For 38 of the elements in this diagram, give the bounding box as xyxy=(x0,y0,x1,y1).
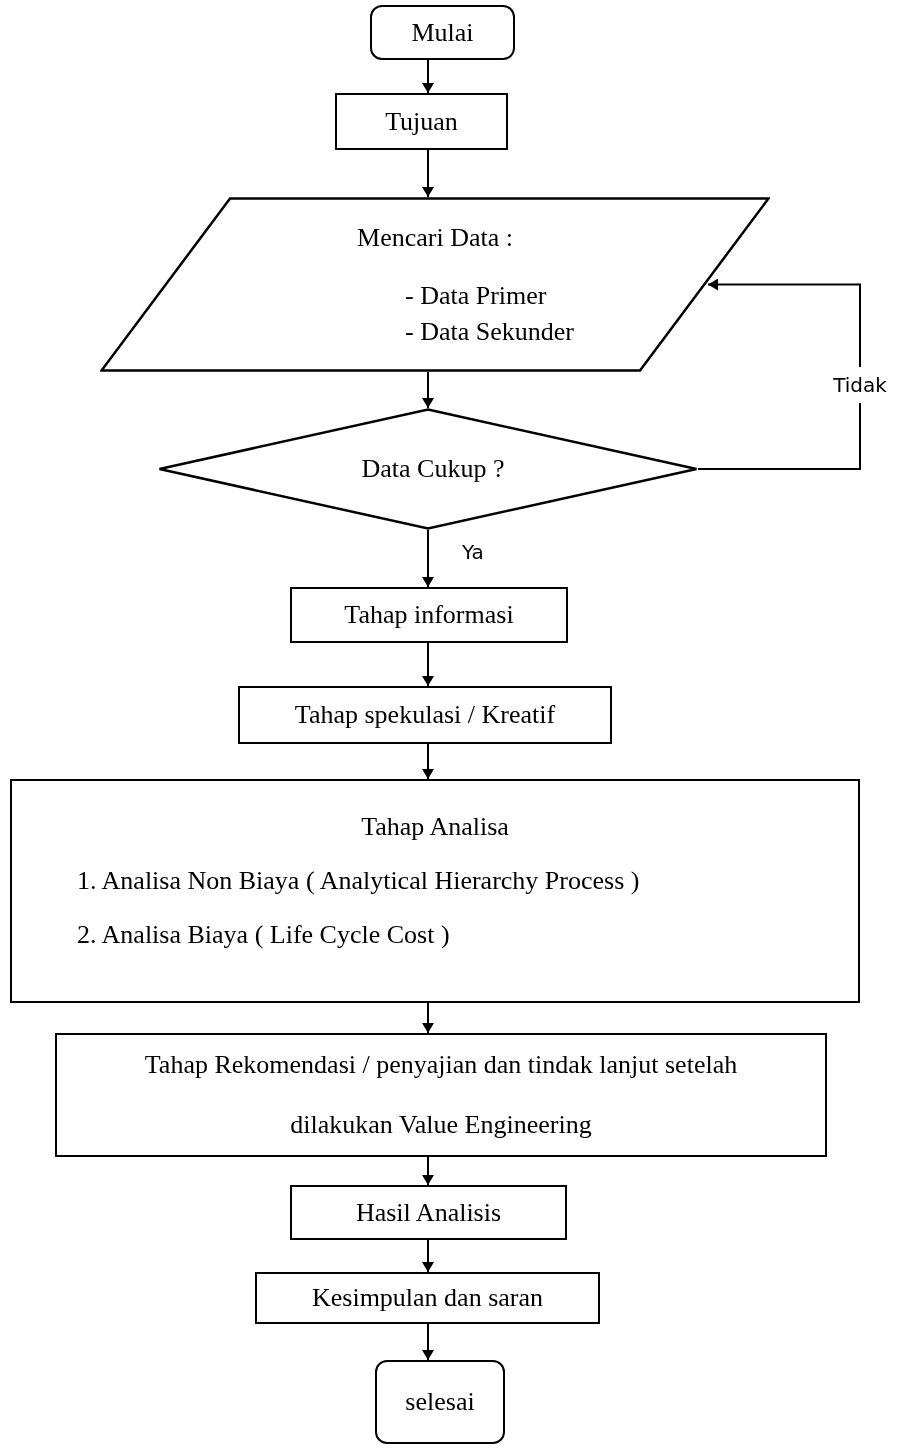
box-text: 1. Analisa Non Biaya ( Analytical Hierarchy Process ) xyxy=(77,865,640,897)
box-text: Tahap informasi xyxy=(344,599,514,631)
end-terminal xyxy=(375,1360,505,1444)
box-text: Tahap Analisa xyxy=(361,811,509,843)
arrow xyxy=(422,743,434,780)
box-text: Data Cukup ? xyxy=(361,453,505,485)
process-box xyxy=(255,1272,600,1324)
box-text: Tahap spekulasi / Kreatif xyxy=(294,699,556,731)
box-text: 2. Analisa Biaya ( Life Cycle Cost ) xyxy=(77,919,450,951)
edge-label: Ya xyxy=(462,540,484,564)
arrow xyxy=(422,59,434,94)
process-box xyxy=(238,686,612,744)
box-text: - Data Sekunder xyxy=(405,315,574,348)
start-terminal xyxy=(370,5,515,60)
box-text: Mencari Data : xyxy=(357,221,513,254)
box-text: Hasil Analisis xyxy=(355,1196,502,1229)
arrow xyxy=(422,371,434,409)
decision-diamond xyxy=(158,408,698,530)
arrow xyxy=(422,149,434,198)
box-text: selesai xyxy=(405,1386,475,1418)
process-box xyxy=(335,93,508,150)
arrow xyxy=(697,278,861,470)
box-text: Kesimpulan dan saran xyxy=(311,1282,543,1314)
arrow xyxy=(422,1323,434,1361)
process-box xyxy=(290,1185,567,1240)
box-text: Mulai xyxy=(411,16,474,49)
arrow xyxy=(422,529,434,588)
process-box xyxy=(290,587,568,643)
arrow xyxy=(422,1239,434,1273)
box-text: Tujuan xyxy=(385,105,458,138)
box-text: Tahap Rekomendasi / penyajian dan tindak lanjut setelah dilakukan Value Engineering xyxy=(143,1049,739,1141)
data-parallelogram xyxy=(100,197,770,372)
box-text: - Data Primer xyxy=(405,279,547,312)
arrow xyxy=(422,1156,434,1186)
arrow xyxy=(422,642,434,687)
process-box xyxy=(10,779,860,1003)
arrow xyxy=(422,1002,434,1034)
process-box xyxy=(55,1033,827,1157)
